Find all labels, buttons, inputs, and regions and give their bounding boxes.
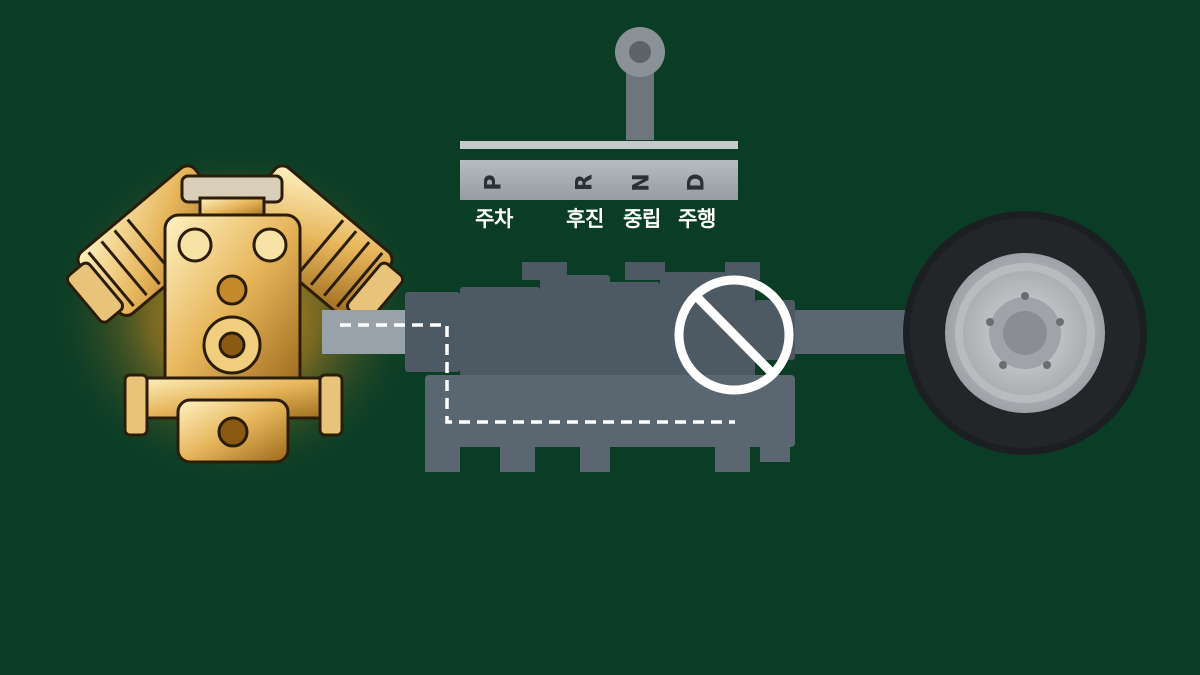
- gear-label-neutral: 중립: [623, 207, 661, 231]
- gear-letter-r: R: [572, 174, 598, 191]
- gear-label-drive: 주행: [678, 207, 716, 231]
- counter-shaft-gears: [425, 375, 795, 472]
- selector-rail: [460, 141, 738, 149]
- engine-illustration: [65, 164, 405, 464]
- gear-letter-n: N: [629, 173, 655, 192]
- gear-label-reverse: 후진: [566, 207, 604, 231]
- gear-label-park: 주차: [475, 207, 513, 231]
- selector-plate: [460, 160, 738, 200]
- gear-letter-d: D: [684, 173, 710, 192]
- blocked-icon: [674, 275, 794, 395]
- power-flow-path: [340, 323, 735, 424]
- wheel: [903, 211, 1147, 455]
- gear-letter-p: P: [481, 174, 507, 191]
- gear-selector: [460, 27, 738, 200]
